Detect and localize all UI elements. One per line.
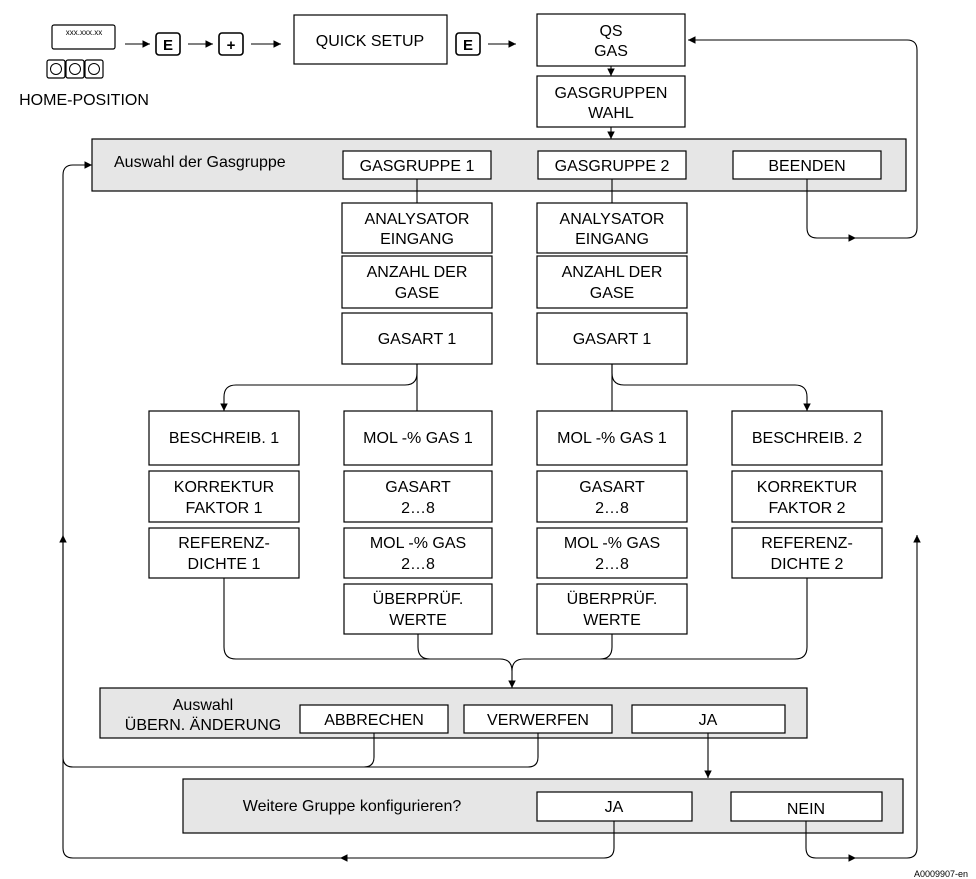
g1-analysator-eingang: ANALYSATOR EINGANG — [341, 202, 493, 254]
g2-mol-gas-2-8: MOL -% GAS 2…8 — [536, 527, 688, 579]
g2-beschreib: BESCHREIB. 2 — [731, 410, 883, 466]
g2-analysator-eingang: ANALYSATOR EINGANG — [536, 202, 688, 254]
svg-text:FAKTOR 1: FAKTOR 1 — [185, 500, 262, 517]
svg-text:E: E — [163, 37, 173, 54]
svg-text:REFERENZ-: REFERENZ- — [178, 535, 270, 552]
svg-text:GASGRUPPE 1: GASGRUPPE 1 — [360, 158, 475, 175]
g2-gasart-1: GASART 1 — [536, 312, 688, 365]
svg-text:WAHL: WAHL — [588, 105, 634, 122]
figure-id: A0009907-en — [914, 869, 968, 879]
option-gasgruppe-1[interactable]: GASGRUPPE 1 — [342, 150, 492, 180]
svg-text:BEENDEN: BEENDEN — [768, 158, 845, 175]
svg-text:KORREKTUR: KORREKTUR — [757, 479, 857, 496]
svg-text:ANZAHL DER: ANZAHL DER — [562, 264, 663, 281]
g1-korrektur-faktor: KORREKTUR FAKTOR 1 — [148, 470, 300, 523]
option-ja-accept[interactable]: JA — [631, 704, 786, 734]
device-display: xxx.xxx.xx — [51, 24, 116, 50]
g2-referenz-dichte: REFERENZ- DICHTE 2 — [731, 527, 883, 579]
svg-text:REFERENZ-: REFERENZ- — [761, 535, 853, 552]
svg-text:GASE: GASE — [395, 285, 439, 302]
g1-referenz-dichte: REFERENZ- DICHTE 1 — [148, 527, 300, 579]
device-keypad-icon — [46, 59, 104, 79]
svg-text:GASART 1: GASART 1 — [378, 331, 457, 348]
svg-text:NEIN: NEIN — [787, 801, 825, 818]
accept-changes-label-1: Auswahl — [173, 697, 233, 714]
svg-text:FAKTOR 2: FAKTOR 2 — [768, 500, 845, 517]
svg-text:QS: QS — [599, 23, 622, 40]
svg-text:QUICK SETUP: QUICK SETUP — [316, 33, 424, 50]
svg-text:KORREKTUR: KORREKTUR — [174, 479, 274, 496]
svg-text:GASGRUPPE 2: GASGRUPPE 2 — [555, 158, 670, 175]
svg-text:E: E — [463, 37, 473, 54]
svg-text:2…8: 2…8 — [595, 500, 629, 517]
option-ja-another[interactable]: JA — [536, 791, 693, 822]
svg-text:MOL -% GAS 1: MOL -% GAS 1 — [557, 430, 667, 447]
g1-mol-gas-1: MOL -% GAS 1 — [343, 410, 493, 466]
svg-text:EINGANG: EINGANG — [380, 231, 454, 248]
svg-text:ABBRECHEN: ABBRECHEN — [324, 712, 424, 729]
gas-group-selection-label: Auswahl der Gasgruppe — [114, 154, 286, 171]
svg-text:EINGANG: EINGANG — [575, 231, 649, 248]
plus-key-icon[interactable]: + — [218, 32, 244, 56]
another-group-label: Weitere Gruppe konfigurieren? — [243, 798, 462, 815]
svg-text:WERTE: WERTE — [583, 612, 640, 629]
display-text: xxx.xxx.xx — [66, 28, 102, 37]
g2-anzahl-der-gase: ANZAHL DER GASE — [536, 255, 688, 309]
g2-korrektur-faktor: KORREKTUR FAKTOR 2 — [731, 470, 883, 523]
svg-text:DICHTE 1: DICHTE 1 — [188, 556, 261, 573]
svg-text:ANZAHL DER: ANZAHL DER — [367, 264, 468, 281]
svg-text:2…8: 2…8 — [401, 500, 435, 517]
svg-text:2…8: 2…8 — [595, 556, 629, 573]
svg-text:WERTE: WERTE — [389, 612, 446, 629]
svg-text:ÜBERPRÜF.: ÜBERPRÜF. — [373, 590, 464, 608]
g1-anzahl-der-gase: ANZAHL DER GASE — [341, 255, 493, 309]
svg-text:GASART: GASART — [385, 479, 451, 496]
option-abbrechen[interactable]: ABBRECHEN — [299, 704, 449, 734]
g1-gasart-2-8: GASART 2…8 — [343, 470, 493, 523]
g1-gasart-1: GASART 1 — [341, 312, 493, 365]
option-nein[interactable]: NEIN — [730, 791, 883, 822]
g1-ueberpruef-werte: ÜBERPRÜF. WERTE — [343, 583, 493, 635]
svg-text:ANALYSATOR: ANALYSATOR — [365, 211, 470, 228]
accept-changes-label-2: ÜBERN. ÄNDERUNG — [125, 716, 281, 734]
e-key-icon[interactable]: E — [155, 32, 181, 56]
svg-text:JA: JA — [605, 799, 624, 816]
svg-text:VERWERFEN: VERWERFEN — [487, 712, 589, 729]
option-gasgruppe-2[interactable]: GASGRUPPE 2 — [537, 150, 687, 180]
g2-gasart-2-8: GASART 2…8 — [536, 470, 688, 523]
svg-text:+: + — [227, 37, 236, 54]
svg-text:DICHTE 2: DICHTE 2 — [771, 556, 844, 573]
svg-text:ANALYSATOR: ANALYSATOR — [560, 211, 665, 228]
svg-text:GAS: GAS — [594, 43, 628, 60]
e-key-icon-2[interactable]: E — [455, 32, 481, 56]
svg-text:GASART: GASART — [579, 479, 645, 496]
qs-gas-box: QS GAS — [536, 13, 686, 67]
quick-setup-box: QUICK SETUP — [293, 14, 448, 65]
g2-mol-gas-1: MOL -% GAS 1 — [536, 410, 688, 466]
svg-text:MOL -% GAS 1: MOL -% GAS 1 — [363, 430, 473, 447]
svg-text:GASART 1: GASART 1 — [573, 331, 652, 348]
svg-text:GASGRUPPEN: GASGRUPPEN — [555, 85, 668, 102]
g1-beschreib: BESCHREIB. 1 — [148, 410, 300, 466]
svg-text:BESCHREIB. 1: BESCHREIB. 1 — [169, 430, 279, 447]
svg-text:ÜBERPRÜF.: ÜBERPRÜF. — [567, 590, 658, 608]
svg-text:MOL -% GAS: MOL -% GAS — [370, 535, 466, 552]
option-verwerfen[interactable]: VERWERFEN — [463, 704, 613, 734]
g2-ueberpruef-werte: ÜBERPRÜF. WERTE — [536, 583, 688, 635]
g1-mol-gas-2-8: MOL -% GAS 2…8 — [343, 527, 493, 579]
svg-text:GASE: GASE — [590, 285, 634, 302]
svg-text:2…8: 2…8 — [401, 556, 435, 573]
svg-text:BESCHREIB. 2: BESCHREIB. 2 — [752, 430, 862, 447]
svg-text:JA: JA — [699, 712, 718, 729]
svg-text:MOL -% GAS: MOL -% GAS — [564, 535, 660, 552]
option-beenden[interactable]: BEENDEN — [732, 150, 882, 180]
gasgruppen-wahl-box: GASGRUPPEN WAHL — [536, 75, 686, 128]
home-position-label: HOME-POSITION — [19, 92, 149, 109]
